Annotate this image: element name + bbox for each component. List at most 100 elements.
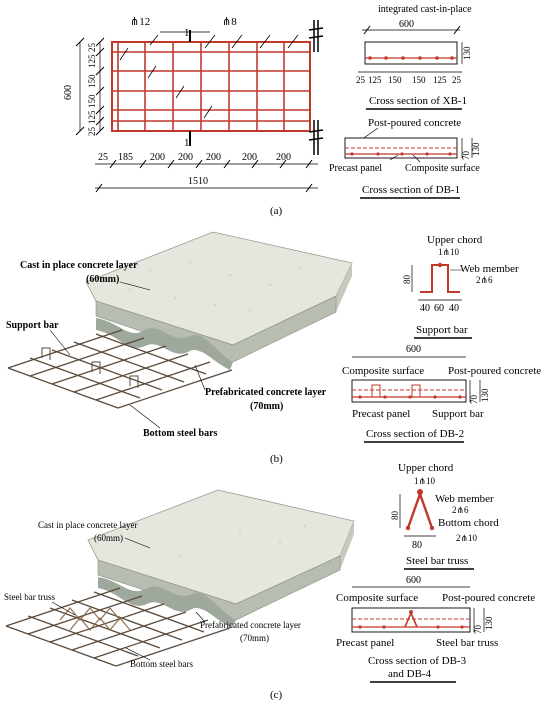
plan-bottom-dim-3: 200	[150, 152, 165, 163]
truss-width: 80	[412, 540, 422, 551]
plan-left-dims: 600 25 125 150 150 125 25	[63, 37, 105, 137]
section-mark-top: 1	[184, 27, 190, 39]
upper-bar-c: 1⋔10	[414, 476, 436, 486]
db2-precast: Precast panel	[352, 408, 410, 420]
plan-bottom-dim-7: 200	[276, 152, 291, 163]
db34-t2: 130	[484, 616, 494, 630]
db2-t2: 130	[480, 388, 490, 402]
bar-label-right: ⋔8	[222, 16, 237, 28]
panel-a-label: (a)	[270, 205, 283, 217]
truss-caption: Steel bar truss	[406, 555, 468, 567]
db1-t2: 130	[471, 142, 481, 156]
xb1-dim-4: 150	[412, 75, 426, 85]
db34-caption-2: and DB-4	[388, 668, 432, 680]
plan-left-dim-5: 125	[87, 110, 97, 124]
plan-height-total: 600	[63, 85, 74, 100]
upper-bar-b: 1⋔10	[438, 247, 460, 257]
prefab-thickness-c: (70mm)	[240, 633, 269, 643]
db2-support-bar: Support bar	[432, 408, 484, 420]
plan-total-length: 1510	[188, 176, 208, 187]
db34-post-poured: Post-poured concrete	[442, 592, 535, 604]
xb1-dim-1: 25	[356, 75, 366, 85]
db34-section: 600 Composite surface Post-poured concre…	[336, 575, 535, 683]
xb1-dim-2: 125	[368, 75, 382, 85]
support-dim-2: 60	[434, 303, 444, 314]
db34-composite: Composite surface	[336, 592, 418, 604]
xb1-caption: Cross section of XB-1	[369, 95, 467, 107]
plan-bottom-dim-6: 200	[242, 152, 257, 163]
bar-label-left: ⋔12	[130, 16, 150, 28]
section-mark-bottom: 1	[184, 137, 190, 149]
db34-precast: Precast panel	[336, 637, 394, 649]
xb1-section: integrated cast-in-place 600 130 25 125 …	[356, 4, 472, 110]
bottom-bars-label-b: Bottom steel bars	[143, 428, 218, 439]
bottom-bars-label-c: Bottom steel bars	[130, 659, 193, 669]
cast-layer-label-b: Cast in place concrete layer	[20, 260, 138, 271]
prefab-thickness-b: (70mm)	[250, 401, 283, 412]
bottom-chord-label-c: Bottom chord	[438, 517, 499, 529]
web-member-label-b: Web member	[460, 263, 519, 275]
xb1-dim-5: 125	[433, 75, 447, 85]
db1-precast: Precast panel	[329, 163, 382, 174]
xb1-top-label: integrated cast-in-place	[378, 4, 472, 15]
plan-bottom-dim-4: 200	[178, 152, 193, 163]
support-bar-detail: Upper chord 1⋔10 Web member 2⋔6 80 40 60…	[402, 234, 519, 339]
web-bar-c: 2⋔6	[452, 505, 469, 515]
prefab-layer-label-c: Prefabricated concrete layer	[200, 620, 301, 630]
cast-layer-label-c: Cast in place concrete layer	[38, 520, 137, 530]
web-member-label-c: Web member	[435, 493, 494, 505]
support-dim-1: 40	[420, 303, 430, 314]
xb1-thickness: 130	[462, 46, 472, 60]
db2-post-poured: Post-poured concrete	[448, 365, 541, 377]
plan-bottom-dim-1: 25	[98, 152, 108, 163]
support-bar-caption: Support bar	[416, 324, 468, 336]
db1-t1: 70	[461, 151, 471, 161]
plan-bottom-dims: 25 185 200 200 200 200 200 1510	[95, 152, 318, 193]
truss-height: 80	[390, 511, 400, 521]
cast-thickness-c: (60mm)	[94, 533, 123, 543]
panel-b: Cast in place concrete layer (60mm) Supp…	[6, 231, 541, 465]
support-height: 80	[402, 275, 412, 285]
plan-left-dim-4: 150	[87, 94, 97, 108]
upper-chord-label-b: Upper chord	[427, 234, 483, 246]
web-bar-b: 2⋔6	[476, 275, 493, 285]
xb1-dim-6: 25	[452, 75, 462, 85]
db2-composite: Composite surface	[342, 365, 424, 377]
plan-left-dim-2: 125	[87, 54, 97, 68]
db34-t1: 70	[473, 625, 483, 635]
db1-caption: Cross section of DB-1	[362, 184, 460, 196]
upper-chord-label-c: Upper chord	[398, 462, 454, 474]
plan-left-dim-1: 25	[87, 43, 97, 53]
bottom-bar-c: 2⋔10	[456, 533, 478, 543]
truss-detail: Upper chord 1⋔10 Web member 2⋔6 Bottom c…	[390, 462, 499, 570]
db34-truss: Steel bar truss	[436, 637, 498, 649]
db1-composite: Composite surface	[405, 163, 480, 174]
db34-width: 600	[406, 575, 421, 586]
panel-c: Cast in place concrete layer (60mm) Stee…	[4, 462, 535, 701]
plan-bottom-dim-2: 185	[118, 152, 133, 163]
plan-grid: 1 1 ⋔12 ⋔8	[111, 16, 324, 155]
db1-post-poured: Post-poured concrete	[368, 117, 461, 129]
prefab-layer-label-b: Prefabricated concrete layer	[205, 387, 327, 398]
db2-t1: 70	[469, 395, 479, 405]
panel-c-label: (c)	[270, 689, 283, 701]
panel-b-label: (b)	[270, 453, 283, 465]
db1-section: Post-poured concrete 70 130 Precast pane…	[329, 117, 481, 199]
slab-3d-c: Cast in place concrete layer (60mm) Stee…	[4, 489, 355, 669]
xb1-width: 600	[399, 19, 414, 30]
db2-caption: Cross section of DB-2	[366, 428, 464, 440]
support-bar-label-b: Support bar	[6, 320, 59, 331]
slab-3d-b: Cast in place concrete layer (60mm) Supp…	[6, 231, 353, 439]
truss-label-c: Steel bar truss	[4, 592, 55, 602]
support-dim-3: 40	[449, 303, 459, 314]
plan-left-dim-6: 25	[87, 127, 97, 137]
plan-bottom-dim-5: 200	[206, 152, 221, 163]
db34-caption-1: Cross section of DB-3	[368, 655, 467, 667]
xb1-dim-3: 150	[388, 75, 402, 85]
cast-thickness-b: (60mm)	[86, 274, 119, 285]
db2-section: 600 Composite surface Post-poured concre…	[342, 344, 541, 443]
plan-left-dim-3: 150	[87, 74, 97, 88]
panel-a: 1 1 ⋔12 ⋔8	[63, 4, 481, 217]
db2-width: 600	[406, 344, 421, 355]
